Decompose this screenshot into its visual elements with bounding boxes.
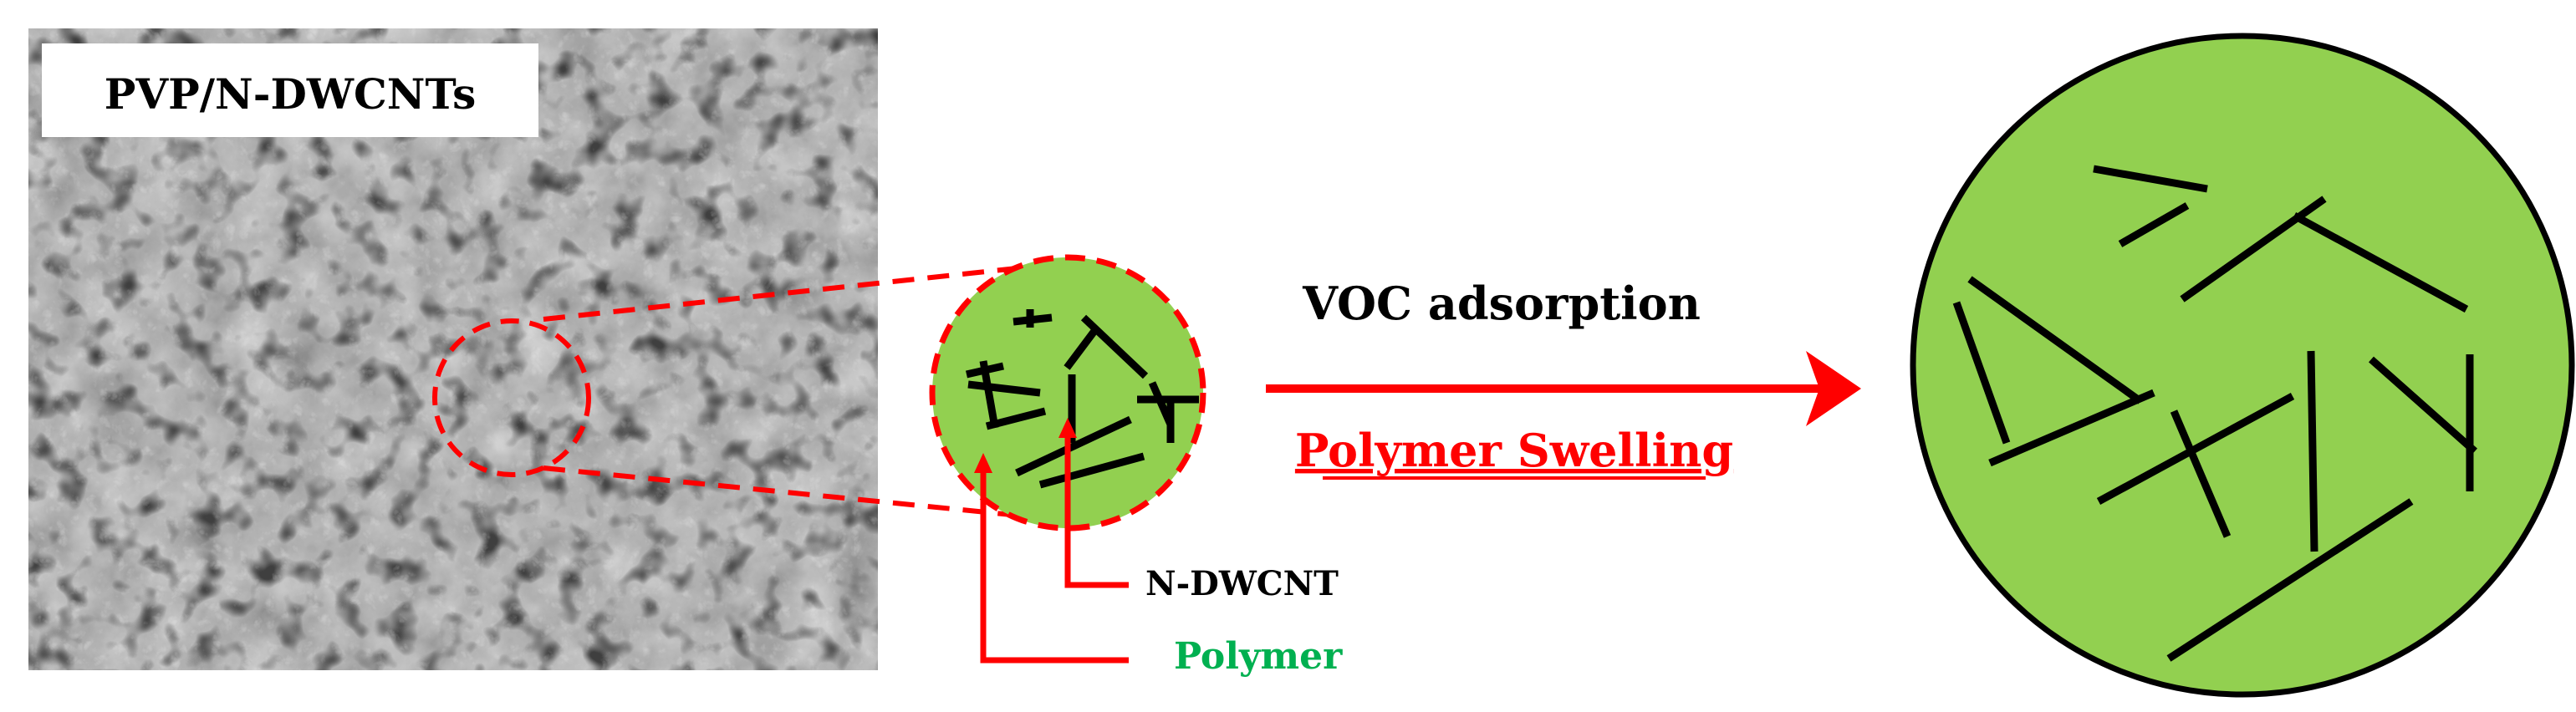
sample-label: PVP/N-DWCNTs — [105, 69, 476, 119]
process-arrow — [1266, 351, 1861, 426]
process-title: VOC adsorption — [1302, 277, 1701, 330]
callout-arrow-nanotube — [1058, 418, 1077, 438]
large-nanotubes — [1952, 165, 2477, 662]
sample-label-box: PVP/N-DWCNTs — [42, 43, 538, 137]
polymer-label: Polymer — [1174, 635, 1343, 678]
callout-lines — [980, 428, 1129, 664]
callout-line-nanotube — [1064, 428, 1129, 588]
small-nanotubes — [966, 309, 1199, 489]
highlight-circle — [432, 318, 591, 477]
process-subtitle: Polymer Swelling — [1295, 424, 1733, 477]
large-polymer-circle — [1910, 33, 2575, 698]
nanotube-label: N-DWCNT — [1145, 564, 1339, 603]
small-polymer-circle — [929, 254, 1206, 531]
zoom-line-bottom — [543, 465, 1046, 521]
zoom-line-top — [543, 263, 1041, 322]
callout-arrow-polymer — [974, 453, 992, 473]
callout-line-polymer — [980, 463, 1129, 664]
